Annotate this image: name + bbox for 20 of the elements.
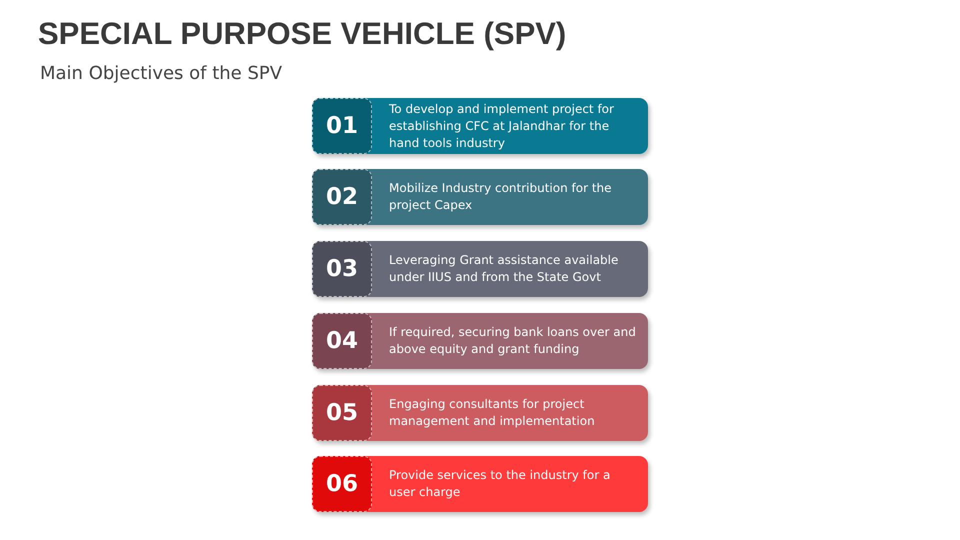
objective-card	[312, 385, 648, 441]
objective-card	[312, 313, 648, 369]
subtitle: Main Objectives of the SPV	[40, 63, 282, 84]
objective-text: Leveraging Grant assistance available under IIUS and from the State Govt	[389, 252, 620, 286]
objective-text: If required, securing bank loans over and above equity and grant funding	[389, 324, 637, 358]
objective-text: Provide services to the industry for a user charge	[389, 467, 612, 501]
step-number: 02	[312, 169, 372, 225]
objective-card	[312, 456, 648, 512]
step-number: 03	[312, 241, 372, 297]
objective-text: To develop and implement project for establishing CFC at Jalandhar for the hand tools industry	[389, 100, 615, 152]
step-number: 01	[312, 98, 372, 154]
objective-text: Engaging consultants for project management and implementation	[389, 396, 596, 430]
step-number: 05	[312, 385, 372, 441]
objective-card	[312, 241, 648, 297]
objective-card	[312, 169, 648, 225]
step-number: 06	[312, 456, 372, 512]
objective-card	[312, 98, 648, 154]
objective-text: Mobilize Industry contribution for the project Capex	[389, 180, 613, 214]
step-number: 04	[312, 313, 372, 369]
slide-title: SPECIAL PURPOSE VEHICLE (SPV)	[38, 16, 566, 52]
